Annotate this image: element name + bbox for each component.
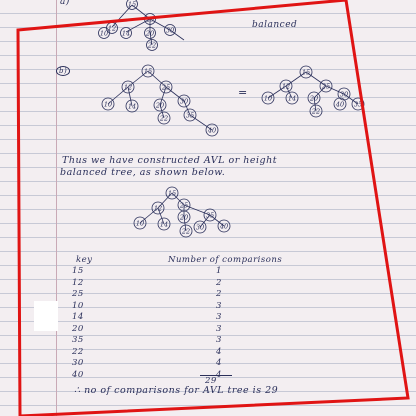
tree-node-label: 15 bbox=[168, 190, 176, 198]
tree-node-label: 25 bbox=[179, 202, 188, 210]
tree-node-label: 10 bbox=[100, 30, 108, 38]
tree-node-label: 14 bbox=[288, 95, 296, 103]
tree-node-label: 15 bbox=[144, 68, 152, 76]
table-row-count: 4 bbox=[216, 358, 222, 368]
tree-node-label: 30 bbox=[180, 98, 188, 106]
table-row-count: 2 bbox=[216, 277, 222, 288]
conclusion-text: ∴ no of comparisons for AVL tree is 29 bbox=[74, 385, 279, 396]
table-row-count: 3 bbox=[216, 312, 222, 322]
table-header-count: Number of comparisons bbox=[168, 255, 283, 265]
tree-node-label: 22 bbox=[159, 115, 168, 123]
table-row-count: 1 bbox=[216, 266, 222, 276]
tree-node-label: 12 bbox=[282, 83, 290, 91]
tree-node-label: 10 bbox=[264, 95, 272, 103]
tree-node-label: 25 bbox=[145, 16, 154, 24]
tree-node-label: 30 bbox=[196, 224, 204, 232]
tree-final: 15 12 25 10 14 20 35 22 30 40 bbox=[133, 186, 231, 238]
table-row-key: 30 bbox=[72, 358, 84, 368]
table-row-key: 40 bbox=[72, 369, 84, 380]
tree-node-label: 15 bbox=[128, 1, 136, 9]
tree-node-label: 20 bbox=[179, 214, 188, 222]
tree-node-label: 20 bbox=[155, 102, 164, 110]
tree-node-label: 30 bbox=[340, 91, 348, 99]
white-patch bbox=[34, 301, 58, 331]
tree-node-label: 12 bbox=[154, 205, 162, 213]
table-row-key: 22 bbox=[72, 346, 84, 357]
table-row-key: 14 bbox=[72, 312, 84, 322]
tree-node-label: 12 bbox=[124, 84, 132, 92]
tree-node-label: 22 bbox=[311, 108, 320, 116]
tree-node-label: 20 bbox=[145, 30, 154, 38]
table-row-key: 20 bbox=[72, 323, 84, 334]
statement-line-1: Thus we have constructed AVL or height bbox=[62, 155, 278, 166]
tree-node-label: 35 bbox=[186, 112, 194, 120]
tree-node-label: 35 bbox=[206, 212, 214, 220]
table-header-key: key bbox=[76, 255, 93, 265]
table-row-count: 3 bbox=[216, 300, 222, 311]
table-row-key: 10 bbox=[72, 300, 84, 311]
table-row-key: 25 bbox=[72, 289, 84, 299]
tree-node-label: 14 bbox=[160, 221, 168, 229]
table-row-count: 2 bbox=[216, 289, 222, 299]
statement-line-2: balanced tree, as shown below. bbox=[60, 167, 226, 178]
tree-node-label: 22 bbox=[147, 42, 156, 50]
tree-node-label: 25 bbox=[161, 84, 170, 92]
tree-node-label: 25 bbox=[321, 83, 330, 91]
tree-node-label: 10 bbox=[104, 101, 112, 109]
tree-node-label: 14 bbox=[122, 30, 130, 38]
table-row-count: 3 bbox=[216, 335, 222, 345]
tree-node-label: 20 bbox=[309, 95, 318, 103]
tree-node-label: 30 bbox=[166, 27, 174, 35]
tree-b-left: 15 12 25 10 14 20 30 22 35 40 bbox=[101, 64, 219, 137]
tree-node-label: 14 bbox=[128, 103, 136, 111]
table-row-key: 35 bbox=[72, 335, 84, 345]
table-row-key: 12 bbox=[72, 277, 84, 288]
tree-node-label: 10 bbox=[136, 220, 144, 228]
table-row-count: 4 bbox=[216, 346, 222, 357]
table-row-key: 15 bbox=[72, 266, 84, 276]
tree-node-label: 35 bbox=[354, 101, 362, 109]
tree-node-label: 40 bbox=[207, 127, 216, 135]
tree-node-label: 40 bbox=[219, 223, 228, 231]
tree-node-label: 40 bbox=[335, 101, 344, 109]
tree-node-label: 22 bbox=[181, 228, 190, 236]
table-row-count: 3 bbox=[216, 323, 222, 334]
tree-node-label: 15 bbox=[302, 69, 310, 77]
